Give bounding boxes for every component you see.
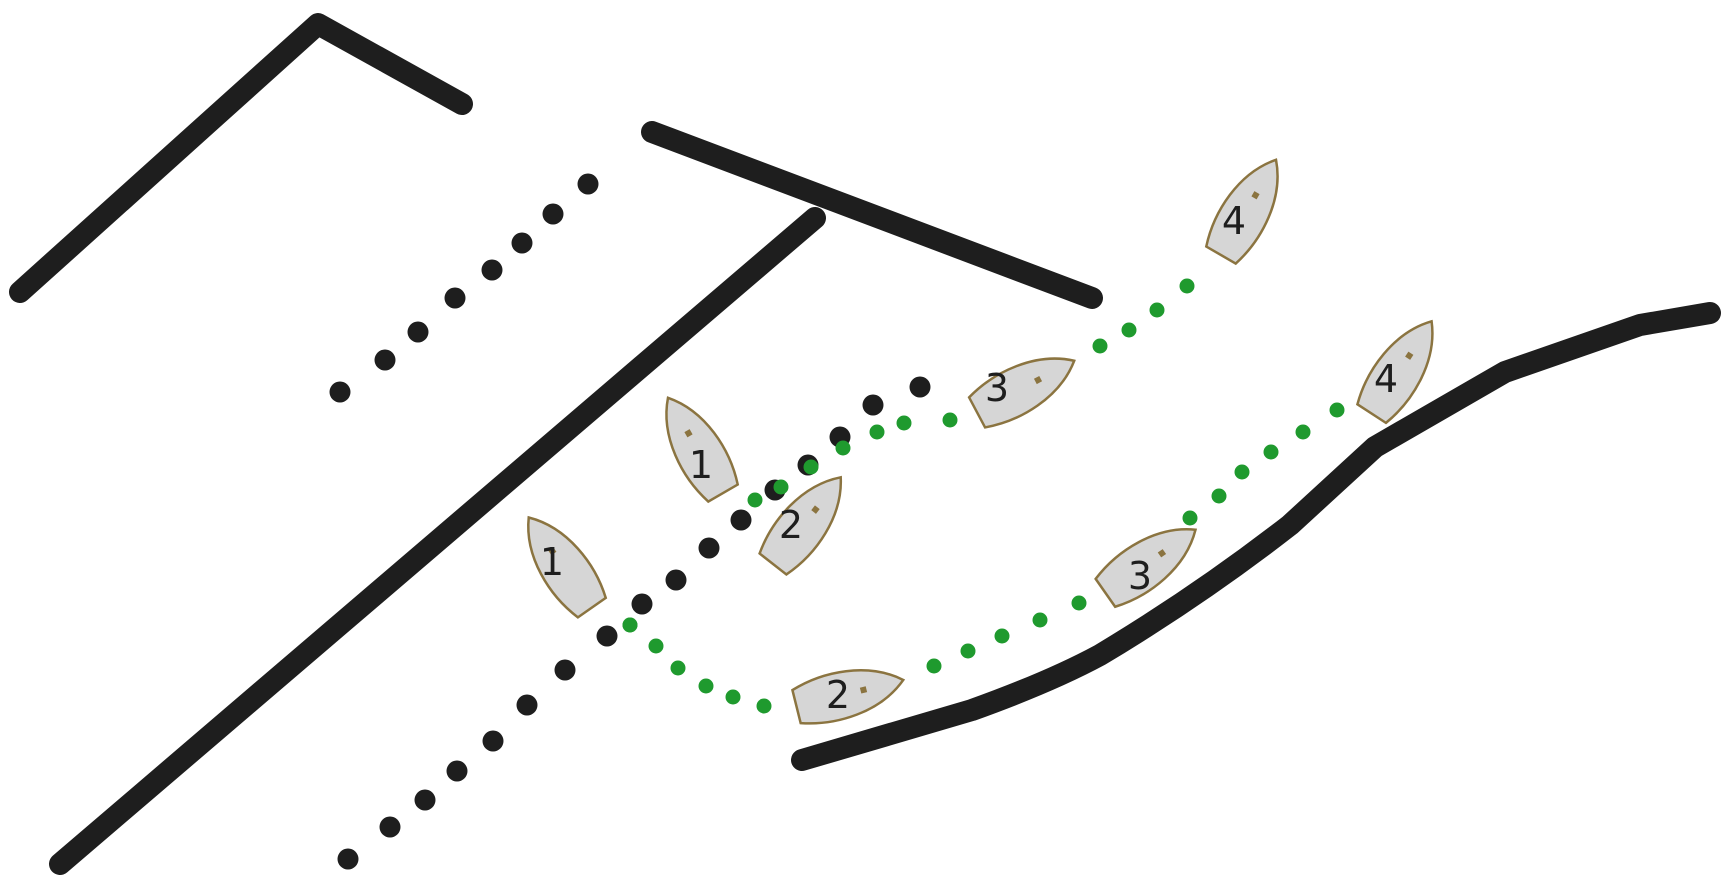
boat-1-top: 1 bbox=[665, 396, 740, 504]
boat-3-top: 3 bbox=[967, 357, 1076, 429]
black-dot bbox=[374, 349, 396, 371]
boat-1-bottom: 1 bbox=[527, 515, 608, 619]
boat-label: 2 bbox=[779, 503, 803, 547]
green-dot bbox=[773, 479, 789, 495]
black-dot bbox=[542, 203, 564, 225]
black-dot bbox=[730, 509, 752, 531]
walls bbox=[9, 13, 1721, 875]
boat-mast bbox=[811, 505, 820, 514]
boat-hull bbox=[790, 669, 906, 725]
wall-lower-right bbox=[791, 302, 1721, 771]
green-dot bbox=[1032, 612, 1048, 628]
black-dot bbox=[482, 730, 504, 752]
boat-mast bbox=[1405, 351, 1414, 360]
green-dot bbox=[1121, 322, 1137, 338]
green-dot bbox=[896, 415, 912, 431]
green-dot bbox=[1179, 278, 1195, 294]
boat-4-top: 4 bbox=[1204, 158, 1279, 266]
green-dot bbox=[835, 440, 851, 456]
black-dot bbox=[446, 760, 468, 782]
boat-mast bbox=[684, 429, 693, 438]
green-dot bbox=[803, 459, 819, 475]
green-dot bbox=[1092, 338, 1108, 354]
green-dot bbox=[994, 628, 1010, 644]
boat-2-bottom: 2 bbox=[790, 669, 906, 725]
green-dot bbox=[747, 492, 763, 508]
green-dot bbox=[1211, 488, 1227, 504]
black-dot bbox=[577, 173, 599, 195]
black-dot bbox=[554, 659, 576, 681]
green-dot bbox=[942, 412, 958, 428]
boat-hull bbox=[758, 475, 842, 576]
black-dot bbox=[511, 232, 533, 254]
green-dot bbox=[670, 660, 686, 676]
black-dot bbox=[481, 259, 503, 281]
black-dot bbox=[329, 381, 351, 403]
green-dot bbox=[1263, 444, 1279, 460]
boat-label: 1 bbox=[689, 443, 713, 487]
green-dot-paths bbox=[622, 278, 1345, 714]
boat-2-top: 2 bbox=[758, 475, 842, 576]
boat-label: 3 bbox=[1128, 554, 1152, 598]
green-dot bbox=[648, 638, 664, 654]
green-dot bbox=[698, 678, 714, 694]
black-dot bbox=[631, 593, 653, 615]
boat-mast bbox=[1251, 191, 1260, 200]
wall-long-diagonal bbox=[49, 207, 826, 875]
green-dot bbox=[869, 424, 885, 440]
boat-hull bbox=[665, 396, 740, 504]
boat-label: 1 bbox=[540, 540, 564, 584]
boats: 1 2 3 4 1 2 3 bbox=[527, 158, 1434, 725]
black-dot bbox=[337, 848, 359, 870]
black-dot bbox=[444, 287, 466, 309]
wall-top-center bbox=[641, 121, 1103, 309]
black-dot bbox=[862, 394, 884, 416]
boat-label: 4 bbox=[1222, 199, 1246, 243]
boat-label: 2 bbox=[826, 673, 850, 717]
green-dot bbox=[1234, 464, 1250, 480]
boat-label: 4 bbox=[1374, 357, 1398, 401]
boat-hull bbox=[527, 515, 608, 619]
black-dot-paths bbox=[329, 173, 931, 870]
boat-mast bbox=[548, 546, 557, 556]
black-dot bbox=[516, 694, 538, 716]
black-dot bbox=[665, 569, 687, 591]
boat-3-bottom: 3 bbox=[1094, 528, 1198, 609]
green-dot bbox=[926, 658, 942, 674]
boat-mast bbox=[859, 686, 868, 694]
boat-hull bbox=[967, 357, 1076, 429]
boat-mast bbox=[1033, 375, 1043, 385]
black-dot bbox=[698, 537, 720, 559]
green-dot bbox=[1071, 595, 1087, 611]
black-dot bbox=[379, 816, 401, 838]
wall-top-left bbox=[9, 13, 473, 303]
green-dot bbox=[756, 698, 772, 714]
green-dot bbox=[960, 643, 976, 659]
boat-hull bbox=[1204, 158, 1279, 266]
boat-hull bbox=[1355, 319, 1434, 425]
green-dot bbox=[1295, 424, 1311, 440]
black-dot bbox=[407, 321, 429, 343]
green-dot bbox=[725, 689, 741, 705]
boat-4-bottom: 4 bbox=[1355, 319, 1434, 425]
boat-hull bbox=[1094, 528, 1198, 609]
green-dot bbox=[622, 617, 638, 633]
green-dot bbox=[1182, 510, 1198, 526]
black-dot bbox=[909, 376, 931, 398]
boat-mast bbox=[1157, 549, 1167, 558]
black-dot bbox=[596, 625, 618, 647]
green-dot bbox=[1329, 402, 1345, 418]
black-dot bbox=[414, 789, 436, 811]
green-dot bbox=[1149, 302, 1165, 318]
boat-label: 3 bbox=[985, 366, 1009, 410]
